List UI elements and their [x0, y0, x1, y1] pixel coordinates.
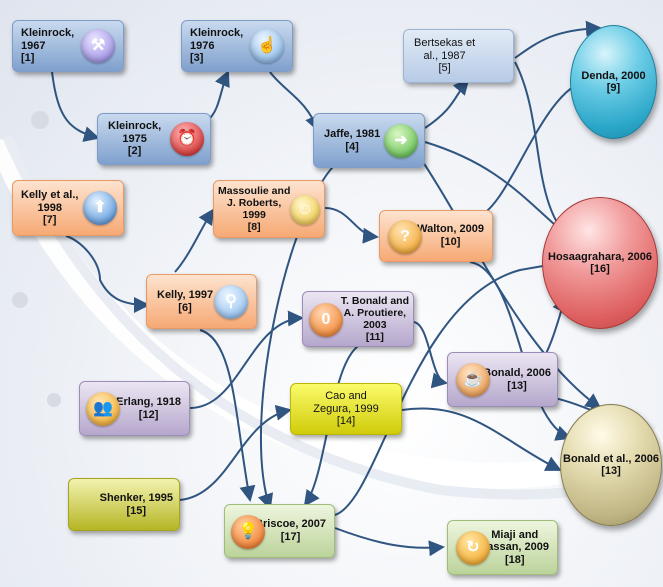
node-cao-1999[interactable]: Cao and Zegura, 1999 [14] — [290, 383, 402, 435]
node-bertsekas-1987[interactable]: Bertsekas et al., 1987 [5] — [403, 29, 514, 83]
node-label: Shenker, 1995 [15] — [99, 491, 173, 517]
node-label: Kelly et al., 1998 [7] — [21, 189, 79, 227]
edge-14-13 — [401, 407, 562, 471]
node-label: T. Bonald and A. Proutiere, 2003 [11] — [340, 294, 409, 344]
node-massoulie-1999[interactable]: Massoulie and J. Roberts, 1999 [8] ☺ — [213, 180, 325, 238]
node-kleinrock-1967[interactable]: Kleinrock, 1967 [1] ⚒ — [12, 20, 124, 72]
node-label: Bonald, 2006 [13] — [483, 366, 551, 392]
node-hosaagrahara-2006[interactable]: Hosaagrahara, 2006 [16] — [542, 197, 658, 329]
gavel-icon: ⚒ — [81, 29, 115, 63]
node-denda-2000[interactable]: Denda, 2000 [9] — [570, 25, 657, 139]
group-icon: 👥 — [86, 392, 120, 426]
edge-8-10 — [324, 207, 379, 244]
node-kleinrock-1975[interactable]: Kleinrock, 1975 [2] ⏰ — [97, 113, 211, 165]
node-label: Jaffe, 1981 [4] — [324, 127, 381, 153]
node-label: Kleinrock, 1967 [1] — [21, 27, 75, 65]
edge-4-5 — [424, 78, 470, 129]
node-bonald-2006[interactable]: ☕ Bonald, 2006 [13] — [447, 352, 558, 407]
node-label: Kelly, 1997 [6] — [157, 288, 214, 314]
node-briscoe-2007[interactable]: 💡 Briscoe, 2007 [17] — [224, 504, 335, 558]
node-label: Miaji and hassan, 2009 [18] — [480, 528, 550, 566]
node-kelly-1997[interactable]: Kelly, 1997 [6] ⚲ — [146, 274, 257, 329]
zero-icon: 0 — [309, 303, 343, 337]
edge-10-13 — [469, 261, 572, 441]
edge-12-11 — [189, 310, 304, 409]
edge-5-9 — [514, 20, 602, 59]
magnifier-icon: ⚲ — [214, 285, 248, 319]
node-label: Bertsekas et al., 1987 [5] — [414, 37, 476, 75]
edge-10-9 — [474, 75, 590, 219]
edge-1-2 — [51, 71, 100, 142]
node-label: Cao and Zegura, 1999 [14] — [313, 390, 379, 428]
arrow-right-icon: ➜ — [384, 124, 418, 158]
node-walton-2009[interactable]: ? Walton, 2009 [10] — [379, 210, 493, 262]
edge-6-8 — [174, 208, 215, 273]
edge-3-4 — [269, 71, 321, 132]
edge-17-18 — [334, 527, 445, 557]
up-arrow-icon: ⬆ — [83, 191, 117, 225]
refresh-icon: ↻ — [456, 531, 490, 565]
node-label: Denda, 2000 [9] — [581, 70, 646, 94]
node-miaji-2009[interactable]: ↻ Miaji and hassan, 2009 [18] — [447, 520, 558, 575]
node-label: Erlang, 1918 [12] — [116, 395, 181, 421]
node-kleinrock-1976[interactable]: Kleinrock, 1976 [3] ☝ — [181, 20, 293, 72]
node-label: Kleinrock, 1975 [2] — [108, 120, 162, 158]
node-label: Briscoe, 2007 [17] — [255, 518, 326, 543]
node-bonald-2003[interactable]: 0 T. Bonald and A. Proutiere, 2003 [11] — [302, 291, 414, 347]
node-label: Hosaagrahara, 2006 [16] — [548, 251, 652, 275]
alarm-icon: ⏰ — [170, 122, 204, 156]
cup-icon: ☕ — [456, 363, 490, 397]
edge-2-3 — [207, 70, 230, 121]
users-icon: ☺ — [290, 195, 320, 225]
edge-17-16 — [334, 256, 568, 516]
node-label: Massoulie and J. Roberts, 1999 [8] — [218, 184, 291, 234]
node-label: Kleinrock, 1976 [3] — [190, 27, 244, 65]
node-label: Walton, 2009 [10] — [417, 223, 484, 248]
node-jaffe-1981[interactable]: Jaffe, 1981 [4] ➜ — [313, 113, 425, 168]
node-kelly-1998[interactable]: Kelly et al., 1998 [7] ⬆ — [12, 180, 124, 236]
edge-15-14 — [179, 404, 292, 501]
edge-7-6 — [65, 235, 150, 313]
bulb-icon: 💡 — [231, 515, 265, 549]
node-shenker-1995[interactable]: Shenker, 1995 [15] — [68, 478, 180, 531]
question-icon: ? — [388, 220, 422, 254]
node-bonald-et-al-2006[interactable]: Bonald et al., 2006 [13] — [560, 404, 662, 526]
touch-icon: ☝ — [250, 29, 284, 63]
node-erlang-1918[interactable]: 👥 Erlang, 1918 [12] — [79, 381, 190, 436]
edge-6-17 — [199, 329, 256, 502]
node-label: Bonald et al., 2006 [13] — [563, 453, 659, 477]
